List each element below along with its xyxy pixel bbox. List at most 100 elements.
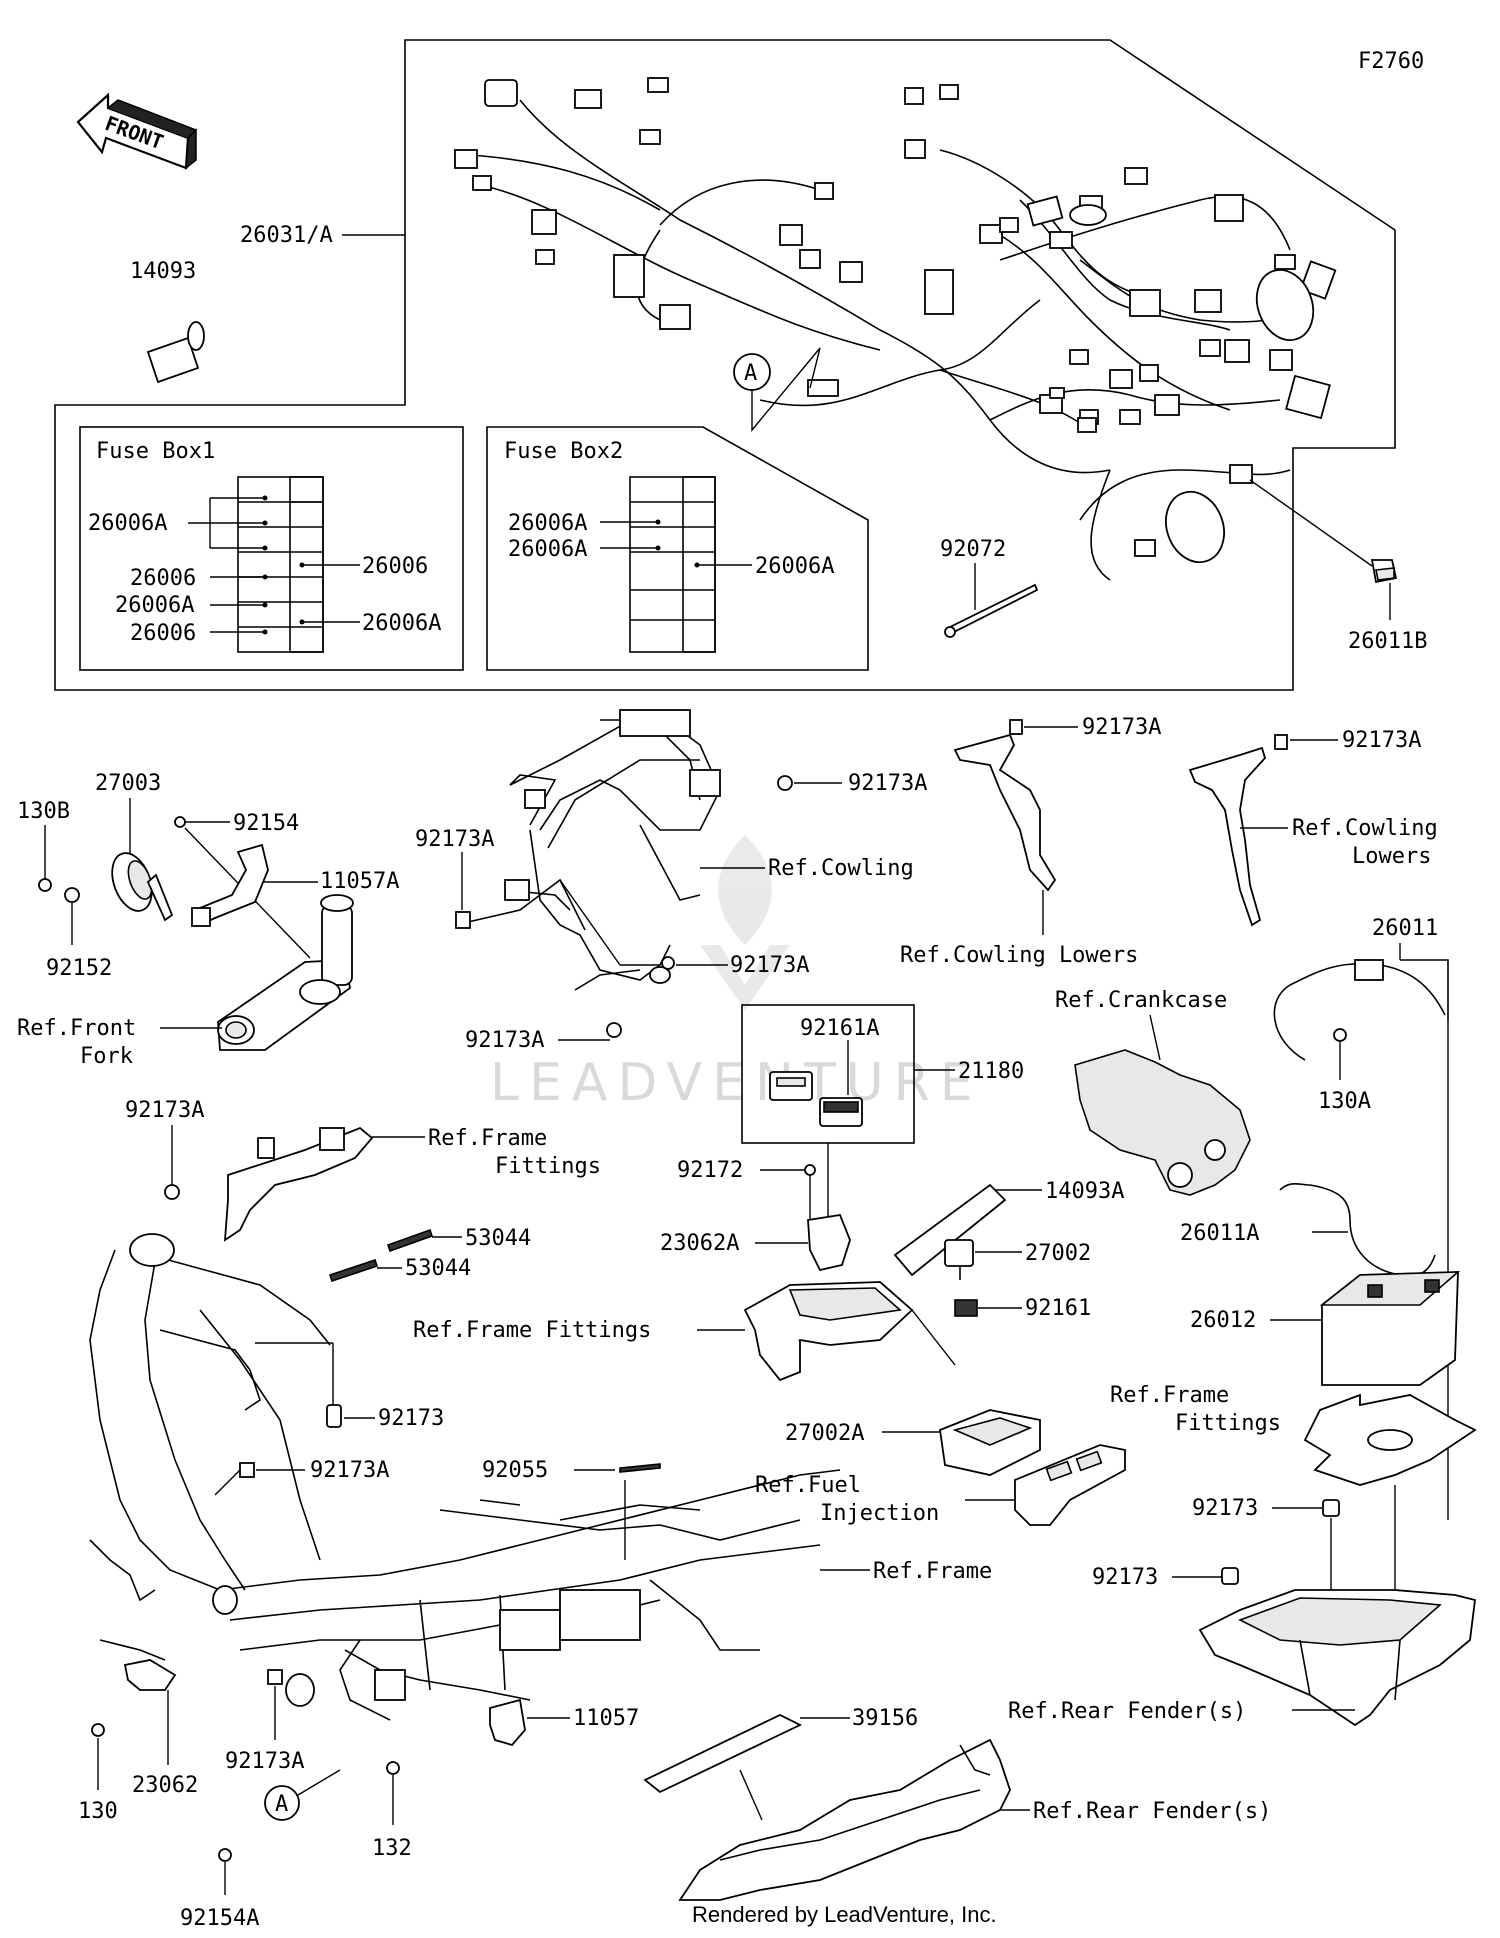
frame-fitting-bracket-icon (223, 1126, 374, 1242)
label-92161: 92161 (1025, 1296, 1091, 1321)
label-92173A-h: 92173A (310, 1458, 389, 1483)
bracket-23062A-icon (807, 1214, 851, 1272)
grommet-26011B-icon (1370, 559, 1398, 584)
label-130A: 130A (1318, 1089, 1371, 1114)
clip-92173-a-icon (326, 1404, 342, 1428)
label-ref-cowling-lowers-a: Ref.Cowling Lowers (900, 943, 1138, 968)
label-26011B: 26011B (1348, 629, 1427, 654)
leader-27002-tray (911, 1309, 956, 1366)
label-14093A: 14093A (1045, 1179, 1124, 1204)
leader-39156-b (739, 1769, 763, 1821)
label-130B: 130B (17, 799, 70, 824)
bolt-130-icon (91, 1723, 105, 1737)
ecu-27002A-icon (939, 1409, 1041, 1476)
clip-92173A-b-icon (777, 775, 793, 791)
label-11057A: 11057A (320, 869, 399, 894)
label-ref-rear-fender-b: Ref.Rear Fender(s) (1033, 1799, 1271, 1824)
cowling-stay-icon (454, 709, 721, 991)
battery-tray-icon (743, 1281, 914, 1382)
connector-11057A-icon (191, 907, 211, 927)
label-ref-frame-fittings-a2: Fittings (495, 1154, 601, 1179)
label-ref-cowling: Ref.Cowling (768, 856, 914, 881)
fb1-label-26006A-right: 26006A (362, 611, 441, 636)
spring-53044-b-icon (328, 1258, 379, 1283)
label-92154: 92154 (233, 811, 299, 836)
screw-132-icon (386, 1761, 400, 1775)
battery-26012-icon (1319, 1271, 1461, 1386)
label-92173A-b: 92173A (848, 771, 927, 796)
fuse-box-2-leaders (600, 521, 752, 566)
fuse-box-1-dots (262, 495, 305, 635)
label-26031A: 26031/A (240, 223, 333, 248)
clip-92173A-d-icon (606, 1022, 622, 1038)
label-92173A-i: 92173A (225, 1749, 304, 1774)
clip-92173-c-icon (1221, 1567, 1239, 1585)
tie-92055-icon (619, 1463, 661, 1473)
footer-credit: Rendered by LeadVenture, Inc. (692, 1902, 997, 1927)
label-14093: 14093 (130, 259, 196, 284)
bolt-130B-icon (38, 878, 52, 892)
label-92072: 92072 (940, 537, 1006, 562)
fuse-box-1-title: Fuse Box1 (96, 439, 215, 464)
label-ref-front-fork-1: Ref.Front (17, 1016, 136, 1041)
cable-tie-icon (944, 583, 1039, 638)
harness-connector-icons (454, 77, 1337, 564)
watermark-flame-icon (700, 835, 790, 1010)
fuse-box-2-title: Fuse Box2 (504, 439, 623, 464)
label-26011A: 26011A (1180, 1221, 1259, 1246)
main-frame-icon (89, 1233, 841, 1721)
watermark: LEADVENTURE (490, 1053, 983, 1113)
crankcase-bracket-icon (1074, 1049, 1251, 1196)
fb1-label-26006-right: 26006 (362, 554, 428, 579)
front-fork-clamp-icon (217, 894, 354, 1051)
leader-ref-crankcase (1149, 1014, 1161, 1061)
label-ref-frame-fittings-c1: Ref.Frame (1110, 1383, 1229, 1408)
fb2-label-26006A-second: 26006A (508, 537, 587, 562)
callout-a-leader (751, 347, 821, 432)
harness-boundary (54, 39, 1396, 691)
fb2-label-26006A-top: 26006A (508, 511, 587, 536)
fb1-label-26006A-top: 26006A (88, 511, 167, 536)
label-ref-cowling-lowers-b2: Lowers (1352, 844, 1431, 869)
rubber-sheet-hole-icon (1367, 1429, 1413, 1451)
clip-92173A-c-icon (661, 956, 675, 970)
clip-92173A-a-icon (455, 911, 471, 929)
cable-26011-connector-icon (1354, 959, 1384, 981)
clip-92173-b-icon (1322, 1499, 1340, 1517)
label-23062A: 23062A (660, 1231, 739, 1256)
label-ref-frame-fittings-b: Ref.Frame Fittings (413, 1318, 651, 1343)
bolt-92154-icon (174, 816, 186, 828)
label-ref-frame-fittings-c2: Fittings (1175, 1411, 1281, 1436)
sheet-14093A-icon (893, 1183, 1007, 1277)
label-ref-fuel-injection-2: Injection (820, 1501, 939, 1526)
callout-a-lower-label: A (275, 1792, 288, 1817)
label-130: 130 (78, 1799, 118, 1824)
screw-92172-icon (804, 1164, 816, 1176)
clip-92173A-h-icon (239, 1462, 255, 1478)
bolt-92154A-icon (218, 1848, 232, 1862)
cable-26011-icon (1273, 959, 1449, 1061)
rear-fender-tray-icon (1198, 1589, 1476, 1727)
label-92173A-g: 92173A (125, 1098, 204, 1123)
label-92173-b: 92173 (1192, 1496, 1258, 1521)
label-27002: 27002 (1025, 1241, 1091, 1266)
leader-92173A-h-b (214, 1469, 241, 1496)
fb1-label-26006A-low: 26006A (115, 593, 194, 618)
label-39156: 39156 (852, 1706, 918, 1731)
label-ref-front-fork-2: Fork (80, 1044, 133, 1069)
fuse-box-1-frame (79, 426, 464, 671)
label-92173A-d: 92173A (465, 1028, 544, 1053)
cowling-lower-left-stay-icon (953, 719, 1057, 892)
label-53044-b: 53044 (405, 1256, 471, 1281)
ecu-bracket-icon (1014, 1444, 1126, 1526)
clip-92173A-i-icon (267, 1669, 283, 1685)
label-23062: 23062 (132, 1773, 198, 1798)
label-92161A: 92161A (800, 1016, 879, 1041)
leader-callout-a-lower (297, 1769, 341, 1796)
callout-a-label: A (744, 361, 757, 386)
nut-92152-icon (64, 887, 80, 903)
label-92173A-a: 92173A (415, 827, 494, 852)
label-27002A: 27002A (785, 1421, 864, 1446)
spring-53044-a-icon (386, 1228, 434, 1253)
